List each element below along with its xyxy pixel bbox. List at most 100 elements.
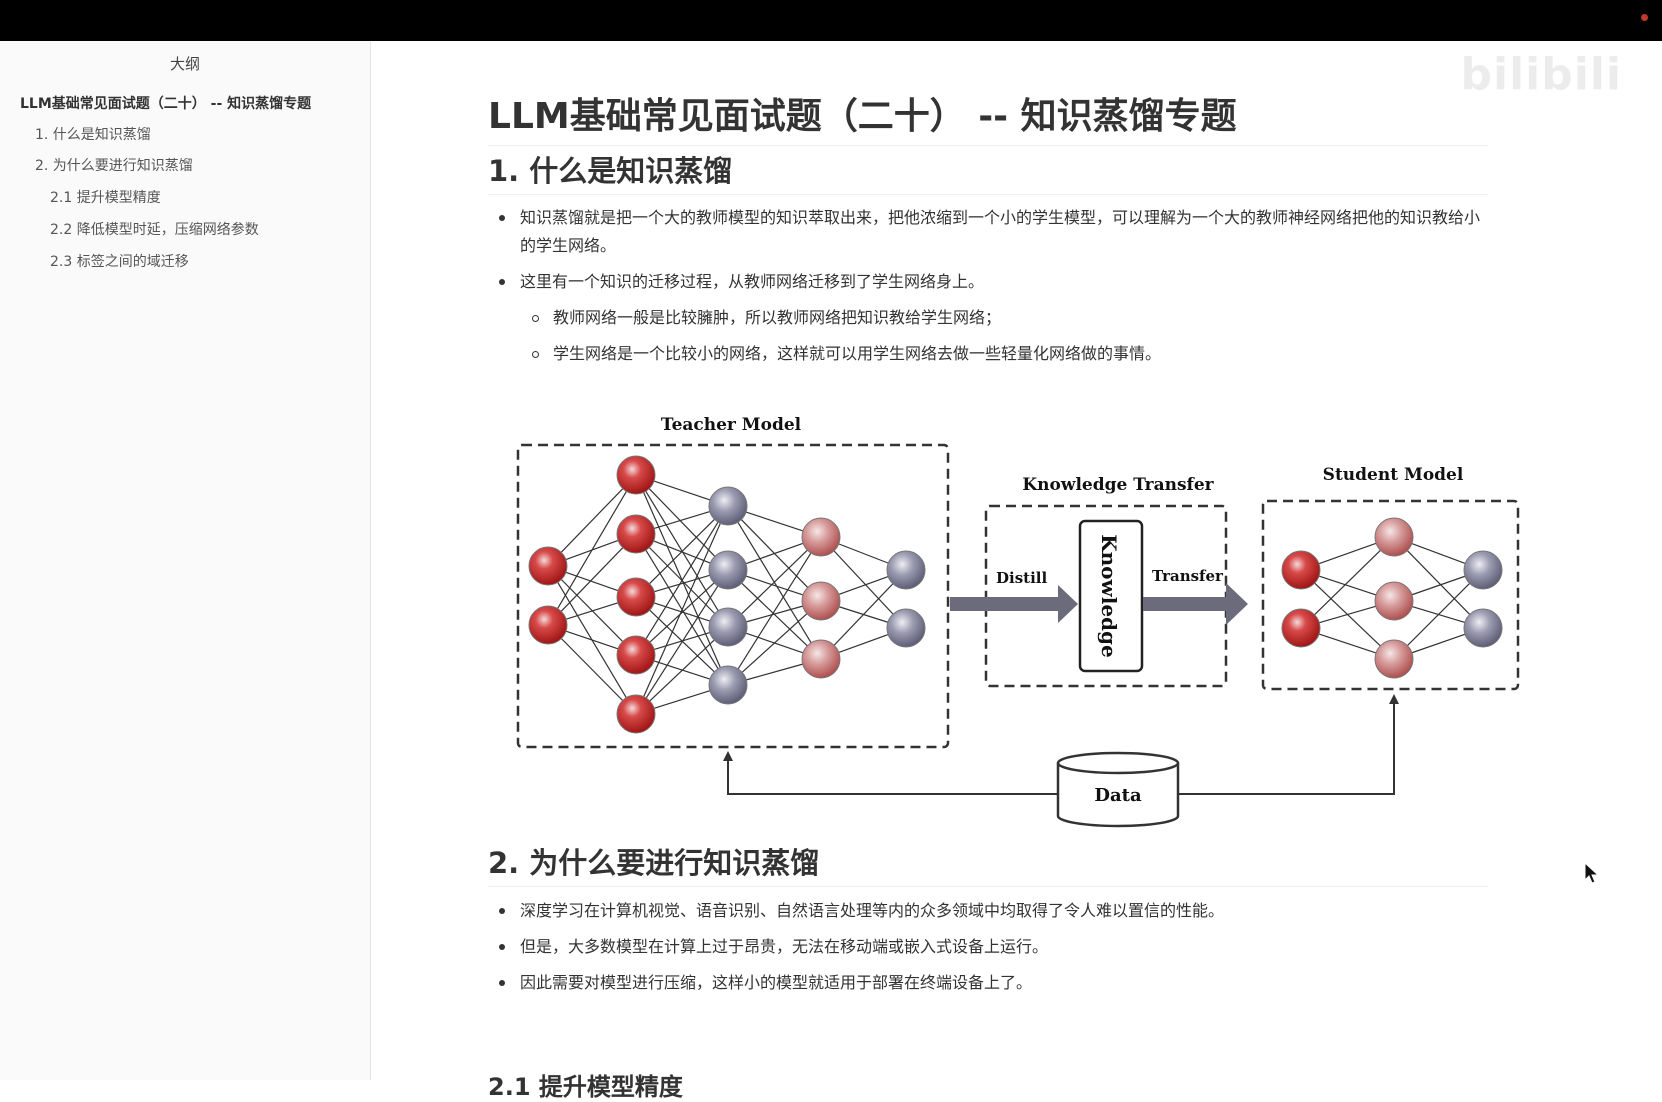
transfer-label: Transfer <box>1152 567 1224 585</box>
teacher-connection <box>560 547 624 612</box>
student-connection <box>1318 542 1377 565</box>
mouse-cursor-icon <box>1584 861 1600 884</box>
teacher-connection <box>654 510 710 530</box>
teacher-connection <box>838 633 889 654</box>
section-heading-accuracy: 2.1 提升模型精度 <box>488 1073 683 1101</box>
teacher-neuron <box>616 577 656 617</box>
outline-title: 大纲 <box>169 55 200 73</box>
teacher-connection <box>833 550 894 615</box>
teacher-connection <box>645 521 719 640</box>
list-item: 因此需要对模型进行压缩，这样小的模型就适用于部署在终端设备上了。 <box>488 969 1488 997</box>
teacher-connection <box>643 523 721 697</box>
student-neuron <box>1463 608 1503 648</box>
teacher-connection <box>565 602 619 620</box>
teacher-neuron <box>708 607 748 647</box>
teacher-neuron <box>708 665 748 705</box>
student-neuron <box>1463 550 1503 590</box>
outline-item-accuracy[interactable]: 2.1 提升模型精度 <box>50 190 161 206</box>
teacher-connection <box>745 542 804 565</box>
data-to-student-line <box>1178 694 1399 795</box>
student-connection <box>1411 543 1466 564</box>
data-to-teacher-line <box>723 751 1058 795</box>
student-connection <box>1318 633 1377 654</box>
teacher-model-label: Teacher Model <box>661 415 802 435</box>
teacher-neuron <box>616 635 656 675</box>
student-neuron <box>1281 608 1321 648</box>
student-neuron <box>1374 517 1414 557</box>
teacher-neuron <box>616 694 656 734</box>
list-item: 知识蒸馏就是把一个大的教师模型的知识萃取出来，把他浓缩到一个小的学生模型，可以理… <box>488 204 1488 260</box>
teacher-connection <box>746 663 803 681</box>
document-content: bilibili LLM基础常见面试题（二十） -- 知识蒸馏专题 1. 什么是… <box>371 41 1662 1101</box>
teacher-connection <box>565 571 619 592</box>
top-bar <box>0 0 1662 41</box>
teacher-neuron <box>708 550 748 590</box>
teacher-neuron <box>616 514 656 554</box>
teacher-connection <box>746 605 803 623</box>
list-item: 教师网络一般是比较臃肿，所以教师网络把知识教给学生网络； <box>488 304 1488 332</box>
teacher-neuron <box>528 605 568 645</box>
student-connection <box>1318 575 1377 596</box>
list-item: 但是，大多数模型在计算上过于昂贵，无法在移动端或嵌入式设备上运行。 <box>488 933 1488 961</box>
teacher-connection <box>745 575 804 596</box>
bilibili-watermark: bilibili <box>1460 49 1622 100</box>
student-connection <box>1319 605 1376 624</box>
data-cylinder: Data <box>1056 751 1180 828</box>
outline-item-what-is-kd[interactable]: 1. 什么是知识蒸馏 <box>35 127 151 143</box>
student-connection <box>1411 633 1466 654</box>
outline-item-why-kd[interactable]: 2. 为什么要进行知识蒸馏 <box>35 158 193 174</box>
teacher-model-box <box>516 443 950 749</box>
distill-label: Distill <box>996 569 1047 587</box>
list-item: 学生网络是一个比较小的网络，这样就可以用学生网络去做一些轻量化网络做的事情。 <box>488 340 1488 368</box>
data-label: Data <box>1094 785 1142 806</box>
teacher-connection <box>741 549 808 615</box>
student-neuron <box>1281 550 1321 590</box>
student-neuron <box>1374 581 1414 621</box>
teacher-connection <box>565 630 619 650</box>
teacher-connection <box>833 583 894 646</box>
teacher-neuron <box>708 486 748 526</box>
student-model-box <box>1261 499 1520 691</box>
outline-sidebar: 大纲 LLM基础常见面试题（二十） -- 知识蒸馏专题 1. 什么是知识蒸馏 2… <box>0 41 371 1080</box>
knowledge-distillation-diagram: Teacher Model Knowledge Transfer Knowled… <box>516 415 1520 828</box>
recording-dot-icon <box>1641 14 1648 21</box>
teacher-connection <box>653 480 711 501</box>
teacher-connection <box>649 518 715 585</box>
teacher-connection <box>653 690 711 709</box>
teacher-neuron <box>801 517 841 557</box>
teacher-connection <box>745 511 804 532</box>
section-heading-what-is-kd: 1. 什么是知识蒸馏 <box>488 148 1488 195</box>
distill-arrow <box>950 585 1078 623</box>
section2-bullet-list: 深度学习在计算机视觉、语音识别、自然语言处理等内的众多领域中均取得了令人难以置信… <box>488 897 1488 1005</box>
section1-bullet-list: 知识蒸馏就是把一个大的教师模型的知识萃取出来，把他浓缩到一个小的学生模型，可以理… <box>488 204 1488 376</box>
knowledge-label: Knowledge <box>1097 534 1121 658</box>
knowledge-box <box>1078 519 1144 673</box>
section-heading-why-kd: 2. 为什么要进行知识蒸馏 <box>488 840 1488 887</box>
teacher-connection <box>645 585 719 699</box>
teacher-connection <box>737 552 812 670</box>
teacher-neuron <box>801 581 841 621</box>
page-title: LLM基础常见面试题（二十） -- 知识蒸馏专题 <box>488 87 1488 146</box>
teacher-connection <box>557 491 627 609</box>
teacher-connection <box>560 488 624 553</box>
teacher-connection <box>741 613 808 673</box>
teacher-neuron <box>528 546 568 586</box>
outline-item-doc-title[interactable]: LLM基础常见面试题（二十） -- 知识蒸馏专题 <box>20 96 312 112</box>
outline-item-latency[interactable]: 2.2 降低模型时延，压缩网络参数 <box>50 222 259 238</box>
student-connection <box>1314 549 1381 616</box>
teacher-neuron <box>616 455 656 495</box>
teacher-neuron <box>886 608 926 648</box>
teacher-neuron <box>886 550 926 590</box>
transfer-arrow <box>1143 583 1248 625</box>
teacher-connection <box>838 543 889 564</box>
list-item: 深度学习在计算机视觉、语音识别、自然语言处理等内的众多领域中均取得了令人难以置信… <box>488 897 1488 925</box>
student-connection <box>1406 550 1471 615</box>
teacher-neuron <box>801 639 841 679</box>
student-connection <box>1407 583 1470 646</box>
teacher-connection <box>838 575 889 596</box>
student-model-label: Student Model <box>1323 465 1464 485</box>
teacher-connection <box>649 639 715 702</box>
teacher-connection <box>654 574 710 593</box>
student-neuron <box>1374 639 1414 679</box>
outline-item-domain-transfer[interactable]: 2.3 标签之间的域迁移 <box>50 254 189 270</box>
